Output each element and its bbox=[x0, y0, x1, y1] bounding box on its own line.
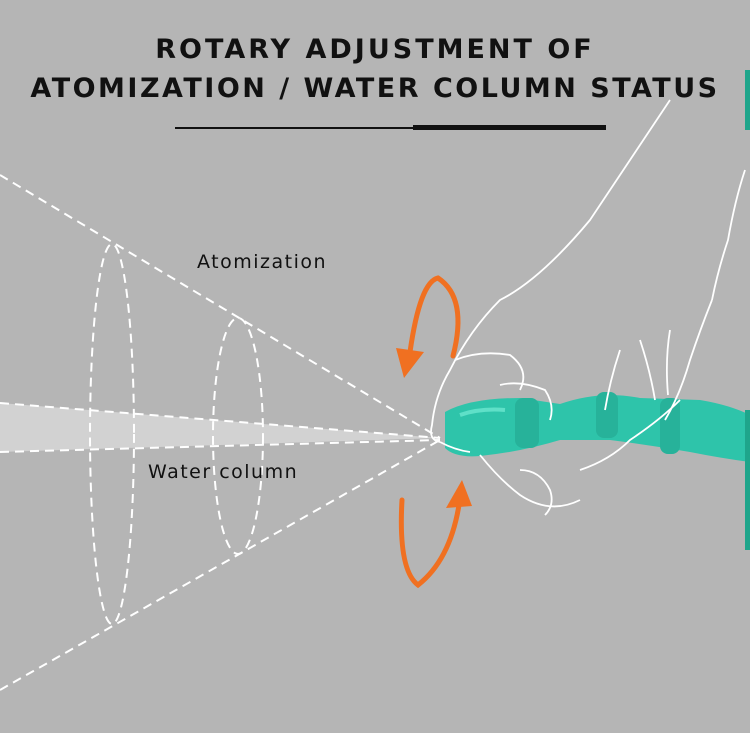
hand-sketch bbox=[430, 99, 746, 516]
rotate-arrow-top bbox=[396, 275, 461, 378]
rotate-arrow-bottom bbox=[398, 480, 472, 589]
spray-ellipse-large bbox=[89, 243, 135, 625]
spray-nozzle bbox=[445, 70, 750, 550]
rotate-arrow-icon bbox=[396, 348, 424, 378]
water-column-upper-line bbox=[0, 402, 441, 439]
page-title-line2: ATOMIZATION / WATER COLUMN STATUS bbox=[30, 73, 720, 104]
title-underline-thick bbox=[413, 125, 606, 130]
spray-ellipse-small bbox=[212, 317, 264, 555]
water-column-lower-line bbox=[0, 439, 441, 453]
atomization-label: Atomization bbox=[197, 251, 328, 273]
title-underline-thin bbox=[175, 127, 415, 129]
page-title-line1: ROTARY ADJUSTMENT OF bbox=[155, 34, 595, 65]
water-column-label: Water column bbox=[148, 461, 299, 483]
rotate-arrow-icon bbox=[446, 480, 472, 508]
water-column-fill bbox=[0, 403, 440, 452]
spray-cone-lower-line bbox=[0, 439, 441, 691]
spray-cone-upper-line bbox=[0, 174, 441, 439]
